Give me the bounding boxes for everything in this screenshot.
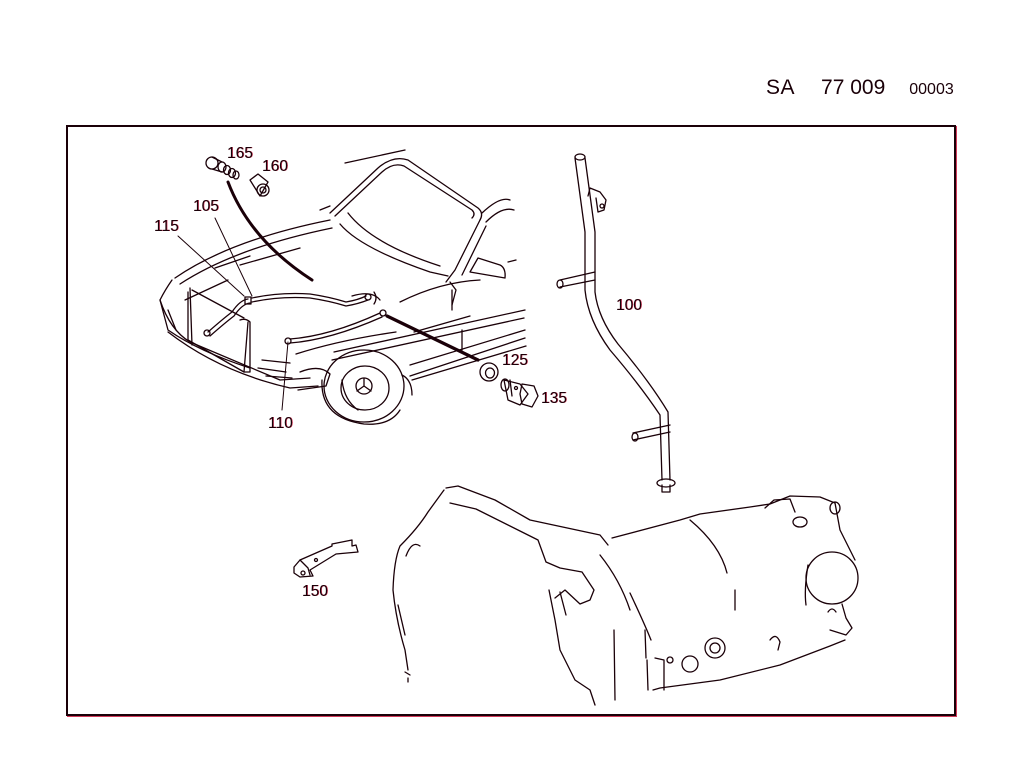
leader-lines [177,217,289,411]
callout-160[interactable]: 160 [262,158,288,175]
oil-filler-tube-100[interactable] [556,153,676,493]
hose-assembly-110[interactable] [284,309,387,345]
callout-115[interactable]: 115 [154,218,179,235]
callout-105[interactable]: 105 [193,198,219,215]
callout-135[interactable]: 135 [541,390,567,407]
sheet-number: 00003 [909,81,954,98]
bracket-150[interactable] [293,539,359,578]
hose-assembly-115[interactable] [203,296,252,337]
transmission-housing[interactable] [392,485,859,706]
callout-165[interactable]: 165 [227,145,253,162]
diagram-frame [66,125,956,716]
diagram-header: SA 77 009 00003 [766,76,954,104]
hollow-screw-165[interactable] [205,156,240,180]
hollow-bolt-135[interactable] [500,378,539,408]
connection-line-165 [226,180,314,282]
connection-line-125 [385,314,480,362]
callout-150[interactable]: 150 [302,583,328,600]
group-number: 77 009 [821,76,886,99]
group-code: SA [766,76,796,99]
callout-110[interactable]: 110 [268,415,293,432]
seal-ring-125[interactable] [479,362,499,382]
hose-assembly-105[interactable] [251,291,377,307]
car-body-illustration [159,149,527,425]
sleeve-160[interactable] [249,173,270,197]
callout-125[interactable]: 125 [502,352,528,369]
callout-100[interactable]: 100 [616,297,642,314]
